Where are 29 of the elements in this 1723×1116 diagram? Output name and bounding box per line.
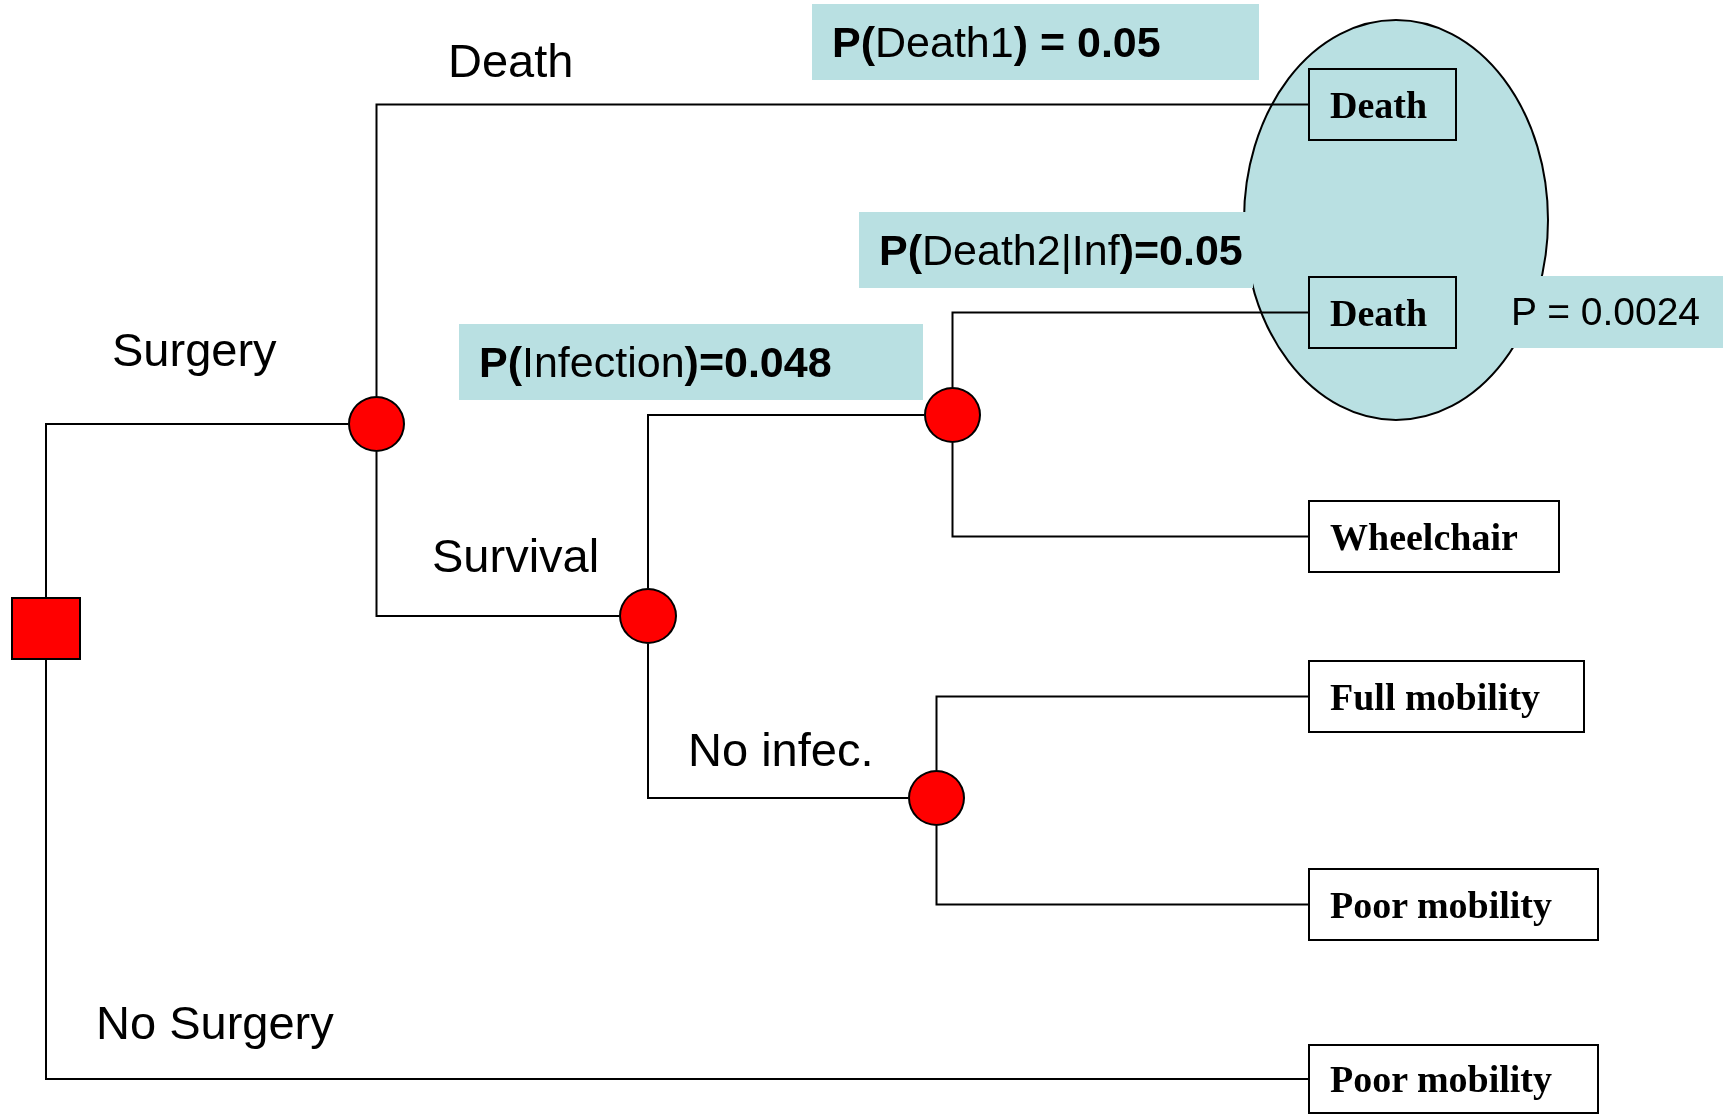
probability-label: P(Infection)=0.048 bbox=[459, 324, 923, 400]
branch-line bbox=[951, 442, 1309, 538]
edge-label: No infec. bbox=[688, 722, 874, 777]
branch-line bbox=[375, 103, 1309, 397]
outcome-node: Poor mobility bbox=[1308, 1044, 1599, 1114]
outcome-node: Full mobility bbox=[1308, 660, 1585, 733]
branch-line bbox=[647, 643, 909, 799]
probability-label: P(Death2|Inf)=0.05 bbox=[859, 212, 1253, 288]
edge-label: Death bbox=[448, 33, 574, 88]
probability-label: P(Death1) = 0.05 bbox=[812, 4, 1259, 80]
decision-node bbox=[11, 597, 81, 660]
branch-line bbox=[45, 423, 349, 598]
branch-line bbox=[935, 825, 1309, 906]
chance-node bbox=[348, 396, 405, 452]
branch-line bbox=[647, 414, 925, 589]
outcome-node: Wheelchair bbox=[1308, 500, 1560, 573]
branch-line bbox=[375, 451, 620, 617]
branch-line bbox=[951, 311, 1309, 388]
chance-node bbox=[619, 588, 677, 644]
branch-line bbox=[935, 695, 1309, 771]
edge-label: Surgery bbox=[112, 322, 277, 377]
outcome-node: Death bbox=[1308, 68, 1457, 141]
outcome-node: Poor mobility bbox=[1308, 868, 1599, 941]
chance-node bbox=[924, 387, 981, 443]
edge-label: No Surgery bbox=[96, 995, 334, 1050]
outcome-node: Death bbox=[1308, 276, 1457, 349]
chance-node bbox=[908, 770, 965, 826]
edge-label: Survival bbox=[432, 528, 600, 583]
branch-line bbox=[45, 659, 1309, 1080]
